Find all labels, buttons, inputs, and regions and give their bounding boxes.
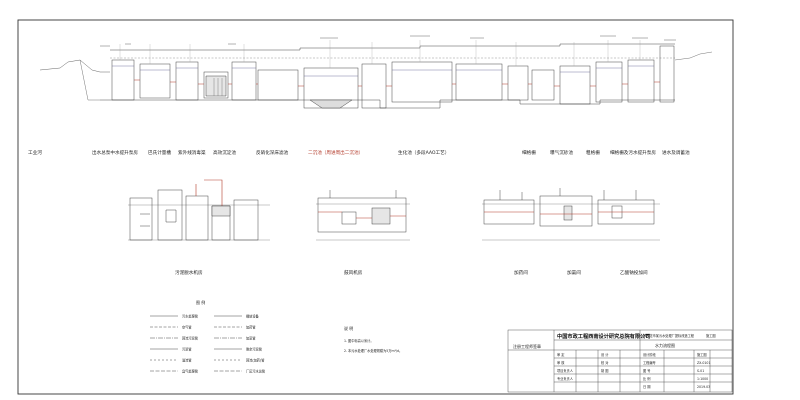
tb-value: 1:1000	[697, 377, 708, 381]
tb-mid-label: 设 计	[601, 352, 609, 357]
tb-company: 中国市政工程西南设计研究总院有限公司	[557, 332, 650, 340]
label-denitrification-filter: 反硝化深床滤池	[256, 149, 289, 156]
legend-item: 回流污泥管	[182, 336, 198, 341]
blower-house-profile	[316, 190, 410, 241]
tb-registration: 注册工程师签章	[513, 343, 541, 349]
tb-right-label: 设计阶段	[643, 352, 657, 357]
tb-left-label: 项目负责人	[557, 368, 574, 373]
chemical-house-profile	[482, 188, 660, 241]
sheet-frame	[17, 19, 734, 395]
legend-item: 溢流管	[182, 358, 192, 363]
label-secondary-clarifier: 二沉池（周进周出二沉池）	[308, 149, 363, 156]
label-coarse-screen: 粗格栅	[586, 149, 600, 156]
tb-left-label: 审 核	[557, 360, 565, 365]
tb-value: S-01	[697, 369, 704, 373]
tb-mid-label: 制 图	[601, 368, 608, 373]
tb-mid-label: 校 对	[601, 360, 609, 365]
label-fine-screen: 细格栅	[522, 149, 536, 156]
label-uv-disinfection: 紫外线消毒渠	[178, 149, 206, 156]
label-inlet-regulating-tank: 进水及调蓄池	[662, 149, 690, 156]
legend-item: 污泥管	[182, 347, 192, 352]
tb-right-label: 日 期	[643, 384, 650, 389]
tb-value: ZX-0101	[697, 361, 710, 365]
label-gongye-river: 工业河	[28, 149, 42, 156]
tb-left-label: 审 定	[557, 352, 565, 357]
sludge-dewatering-profile	[128, 179, 270, 241]
tb-value: 2019.03	[697, 385, 710, 389]
legend-item: 空气管	[182, 325, 192, 330]
tb-stage: 施工图	[706, 333, 716, 338]
tb-right-label: 比 例	[643, 376, 650, 381]
tb-value: 施工图	[697, 352, 707, 357]
title-block	[507, 329, 733, 393]
note-item: 2. 本污水处理厂水处理规模为5万m³/d。	[344, 348, 402, 353]
legend-item: 播放设备	[246, 314, 260, 319]
label-aerated-grit-chamber: 曝气沉砂池	[550, 149, 573, 156]
label-bioreactor: 生化池（多段AAO工艺）	[398, 149, 449, 156]
label-sludge-dewatering-house: 污泥脱水机房	[175, 269, 203, 276]
label-outlet-pump-house: 出水总泵中水提升泵房	[92, 149, 138, 156]
tb-project: 攀枝花市某污水处理厂提标改造工程	[643, 333, 695, 338]
tb-right-label: 工程编号	[643, 360, 656, 365]
label-blower-house: 鼓风机房	[344, 269, 363, 276]
tb-drawing-title: 水力流程图	[655, 342, 675, 348]
legend-item: 污水处理管	[182, 314, 198, 319]
label-sodium-acetate-house: 乙酸钠投加间	[620, 269, 648, 276]
legend: 图 例 污水处理管 空气管 回流污泥管 污泥管 溢流管 臭气处理管 播放设备 加…	[150, 299, 265, 374]
label-dosing-house: 加药间	[514, 269, 528, 276]
legend-item: 臭气处理管	[182, 369, 198, 374]
label-parshall-flume: 巴氏计量槽	[148, 149, 171, 156]
notes-title: 说 明	[344, 325, 353, 331]
tb-left-label: 专业负责人	[557, 376, 574, 381]
legend-item: 加氯管	[246, 336, 256, 341]
legend-item: 厂区污水总管	[246, 369, 265, 374]
legend-item: 剩余污泥管	[246, 347, 262, 352]
label-fine-screen-pump-house: 细格栅及污水提升泵房	[610, 149, 656, 156]
note-item: 1. 图中标高以米计。	[344, 338, 374, 343]
legend-item: 加药管	[246, 325, 256, 330]
label-high-efficiency-sedimentation: 高效沉淀池	[213, 149, 236, 156]
label-chlorination-house: 加氯间	[567, 269, 581, 276]
legend-title: 图 例	[196, 299, 205, 305]
main-profile-labels: 工业河 出水总泵中水提升泵房 巴氏计量槽 紫外线消毒渠 高效沉淀池 反硝化深床滤…	[28, 149, 690, 156]
notes: 说 明 1. 图中标高以米计。 2. 本污水处理厂水处理规模为5万m³/d。	[344, 325, 402, 353]
tb-right-label: 图 号	[643, 368, 650, 373]
legend-item: 回流(加药)管	[246, 358, 264, 363]
main-process-profile	[39, 35, 713, 109]
